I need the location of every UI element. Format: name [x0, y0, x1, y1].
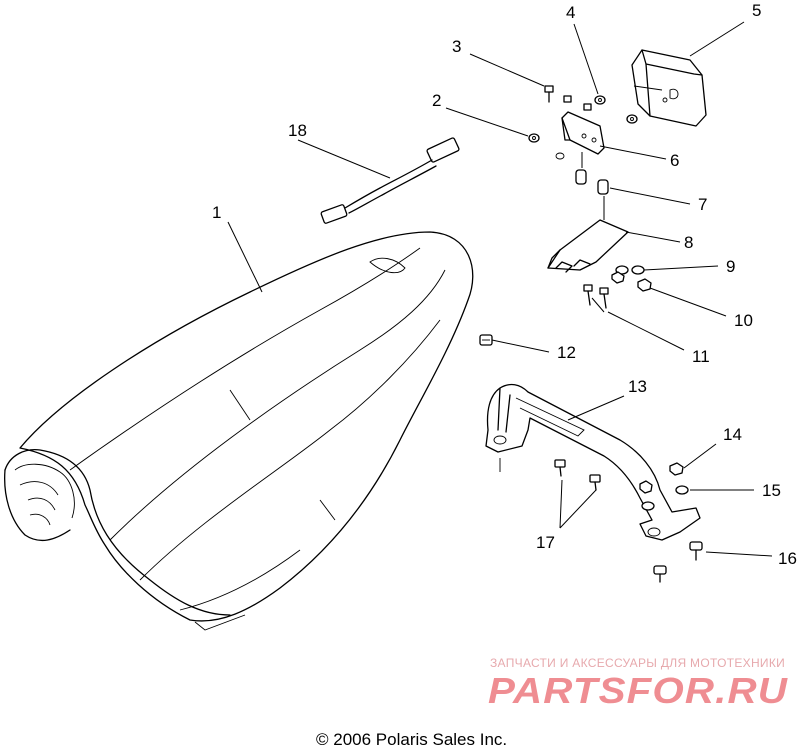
callout-8: 8 — [684, 233, 693, 252]
callout-18: 18 — [288, 121, 307, 140]
bolt-part-16 — [653, 541, 703, 583]
callout-14: 14 — [723, 425, 742, 444]
callout-13: 13 — [628, 377, 647, 396]
screw-part-3 — [544, 85, 554, 103]
watermark: ЗАПЧАСТИ И АКСЕССУАРЫ ДЛЯ МОТОТЕХНИКИ PA… — [488, 656, 788, 711]
callout-4: 4 — [566, 3, 575, 22]
seat-part-1 — [4, 231, 474, 631]
watermark-brand: PARTSFOR.RU — [488, 670, 788, 711]
grommet-part-7 — [555, 152, 609, 195]
fastener-part-12 — [479, 334, 493, 346]
callout-15: 15 — [762, 481, 781, 500]
callout-labels: 1 2 3 4 5 6 7 8 9 10 11 12 13 14 15 16 1… — [212, 1, 797, 568]
bolt-part-11 — [583, 284, 609, 309]
callout-7: 7 — [698, 195, 707, 214]
wire-harness-part-18 — [320, 137, 460, 224]
small-hardware — [563, 95, 638, 124]
callout-12: 12 — [557, 343, 576, 362]
callout-5: 5 — [752, 1, 761, 20]
callout-6: 6 — [670, 151, 679, 170]
callout-10: 10 — [734, 311, 753, 330]
callout-11: 11 — [692, 347, 710, 366]
washer-part-4 — [594, 95, 606, 105]
screw-part-17 — [554, 459, 601, 491]
nut-part-2 — [528, 133, 540, 143]
callout-2: 2 — [432, 91, 441, 110]
washer-part-15 — [641, 485, 689, 511]
callout-16: 16 — [778, 549, 797, 568]
leader-lines — [227, 21, 773, 557]
nut-part-14 — [639, 462, 684, 494]
watermark-tagline: ЗАПЧАСТИ И АКСЕССУАРЫ ДЛЯ МОТОТЕХНИКИ — [490, 656, 785, 670]
mount-plate-part-8 — [547, 219, 629, 273]
callout-1: 1 — [212, 203, 221, 222]
callout-3: 3 — [452, 37, 461, 56]
callout-9: 9 — [726, 257, 735, 276]
washer-part-9 — [615, 265, 645, 275]
grab-handle-part-13 — [485, 383, 701, 541]
tail-light-part-5 — [631, 49, 707, 127]
callout-17: 17 — [536, 533, 555, 552]
copyright-text: © 2006 Polaris Sales Inc. — [316, 730, 507, 749]
nut-part-10 — [611, 271, 652, 292]
bracket-part-6 — [561, 111, 605, 155]
